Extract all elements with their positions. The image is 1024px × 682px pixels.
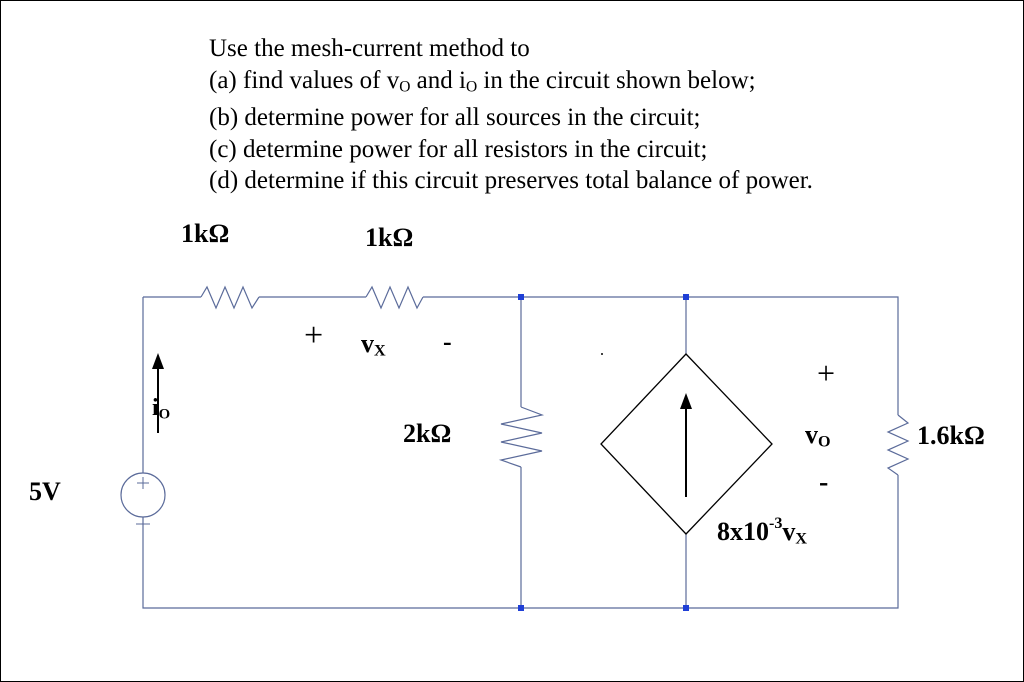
io-arrowhead <box>152 353 164 369</box>
io-label: iO <box>152 396 170 422</box>
problem-line-b: (b) determine power for all sources in t… <box>209 104 701 132</box>
vx-label-main: v <box>361 329 374 358</box>
wire-top-right <box>423 296 899 415</box>
resistor-r3-label: 2kΩ <box>403 419 452 448</box>
circuit-wires <box>120 285 910 609</box>
vx-minus-sign: - <box>443 327 452 356</box>
node-top-right <box>683 294 689 300</box>
resistor-r1-label: 1kΩ <box>181 219 230 248</box>
vo-label-main: v <box>805 420 818 449</box>
io-label-main: i <box>152 395 159 421</box>
vo-label-sub: O <box>818 433 831 451</box>
vo-minus-sign: - <box>819 467 829 498</box>
dep-coef: 8x10 <box>717 517 769 547</box>
vo-plus-sign: + <box>817 355 836 391</box>
source-polarity-marks <box>136 477 150 525</box>
resistor-r4-label: 1.6kΩ <box>917 421 985 450</box>
problem-line-d: (d) determine if this circuit preserves … <box>209 167 813 195</box>
problem-line-intro: Use the mesh-current method to <box>209 35 530 62</box>
problem-line-a-sub-vo: O <box>399 77 411 95</box>
resistor-r1-symbol <box>200 285 260 310</box>
resistor-r4-symbol <box>886 414 910 476</box>
vx-plus-sign: + <box>304 317 324 354</box>
problem-line-c: (c) determine power for all resistors in… <box>209 135 708 163</box>
resistor-r2-label: 1kΩ <box>365 223 414 252</box>
problem-line-a-post: in the circuit shown below; <box>477 66 756 94</box>
resistor-r2-symbol <box>365 285 424 310</box>
circuit-nodes <box>518 294 689 611</box>
stray-dot <box>601 353 603 355</box>
dep-exponent: -3 <box>769 515 783 532</box>
io-label-sub: O <box>158 406 171 423</box>
dependent-source-label: 8x10-3vX <box>717 515 808 548</box>
node-bottom-right <box>683 605 689 611</box>
problem-line-a-mid: and i <box>410 66 466 94</box>
source-plus-sign <box>137 477 149 489</box>
voltage-source-circle <box>120 472 166 518</box>
source-voltage-label: 5V <box>29 477 61 506</box>
dependent-source-diamond <box>600 353 773 535</box>
problem-line-a: (a) find values of vO and iO in the circ… <box>209 65 813 103</box>
vx-label-sub: X <box>374 342 386 360</box>
dep-var: v <box>782 517 796 547</box>
resistor-r3-symbol <box>498 406 545 468</box>
vx-label: vX <box>361 331 386 360</box>
problem-statement: Use the mesh-current method to (a) find … <box>209 33 813 197</box>
node-top-left <box>518 294 524 300</box>
dependent-source-arrowhead <box>680 393 692 409</box>
problem-line-a-pre: (a) find values of v <box>209 66 400 94</box>
node-bottom-left <box>518 605 524 611</box>
dep-var-sub: X <box>795 530 808 548</box>
problem-line-a-sub-io: O <box>465 77 478 95</box>
vo-label: vO <box>805 422 831 451</box>
